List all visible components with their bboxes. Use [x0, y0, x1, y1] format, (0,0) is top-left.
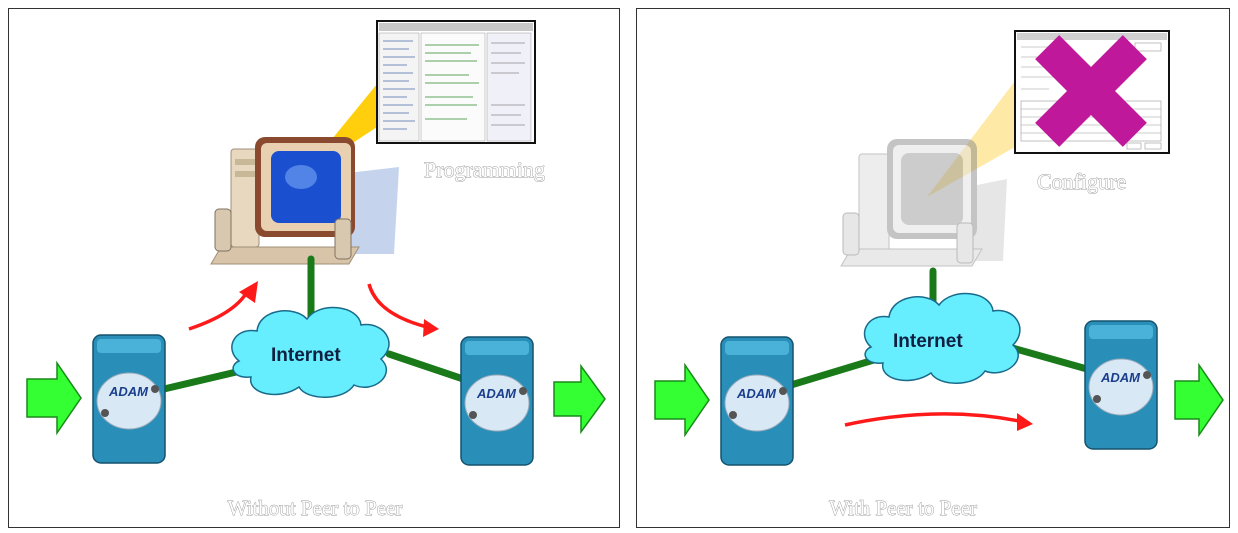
arrow-head-up-icon — [239, 281, 258, 303]
configure-screenshot-icon — [1014, 30, 1170, 154]
programming-label: Programming — [424, 157, 545, 182]
internet-cloud — [231, 306, 390, 398]
left-panel-without-peer-to-peer: Programming Internet ADAM ADAM Without P… — [8, 8, 620, 528]
arrow-head-right-icon — [423, 319, 439, 337]
left-caption: Without Peer to Peer — [228, 496, 403, 520]
input-arrow-icon — [654, 362, 710, 438]
pc-icon-faded — [840, 139, 1007, 267]
right-diagram: Configure Internet ADAM ADAM With Peer t… — [654, 30, 1224, 520]
adam-brand-right: ADAM — [1100, 370, 1141, 385]
output-arrow-icon — [1174, 362, 1224, 438]
programming-screenshot-icon — [376, 20, 536, 144]
data-flow-arrows — [188, 283, 428, 331]
internet-cloud — [863, 292, 1021, 384]
arrow-head-right-icon — [1017, 413, 1033, 431]
adam-module-right — [1084, 320, 1158, 450]
adam-module-left — [92, 334, 166, 464]
input-arrow-icon — [26, 360, 82, 436]
cross-icon — [1035, 35, 1147, 147]
adam-brand-right: ADAM — [476, 386, 517, 401]
configure-label: Configure — [1037, 169, 1126, 194]
adam-brand-left: ADAM — [736, 386, 777, 401]
right-caption: With Peer to Peer — [829, 496, 977, 520]
internet-label: Internet — [271, 345, 341, 366]
internet-label: Internet — [893, 331, 963, 352]
output-arrow-icon — [553, 363, 606, 435]
adam-module-right — [460, 336, 534, 466]
right-panel-with-peer-to-peer: Configure Internet ADAM ADAM With Peer t… — [636, 8, 1230, 528]
peer-to-peer-arrow — [844, 412, 1020, 427]
left-diagram: Programming Internet ADAM ADAM Without P… — [26, 20, 606, 520]
adam-brand-left: ADAM — [108, 384, 149, 399]
adam-module-left — [720, 336, 794, 466]
pc-icon — [210, 137, 399, 265]
